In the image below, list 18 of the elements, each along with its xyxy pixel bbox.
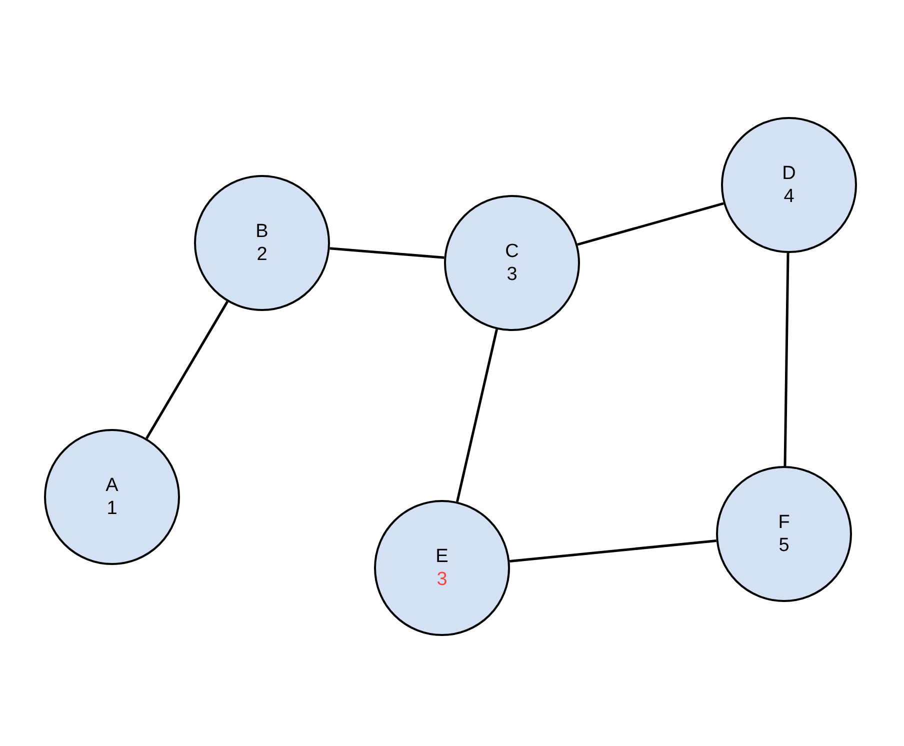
node-value: 3 — [436, 568, 448, 591]
node-label: B — [256, 220, 268, 243]
node-label: C — [505, 240, 519, 263]
connector-line — [330, 247, 444, 259]
node-value: 2 — [256, 243, 268, 266]
node-value: 4 — [784, 185, 794, 208]
node-value: 5 — [778, 534, 790, 557]
connector-line — [510, 539, 716, 563]
node-value: 1 — [106, 497, 118, 520]
node-label: F — [778, 511, 790, 534]
node-label: A — [106, 474, 118, 497]
connector-line — [577, 202, 724, 246]
connector-line — [784, 252, 790, 466]
node-label: D — [782, 162, 796, 185]
connector-line — [456, 329, 498, 502]
node-label: E — [436, 545, 448, 568]
node-value: 3 — [506, 263, 518, 286]
connector-line — [146, 300, 228, 440]
